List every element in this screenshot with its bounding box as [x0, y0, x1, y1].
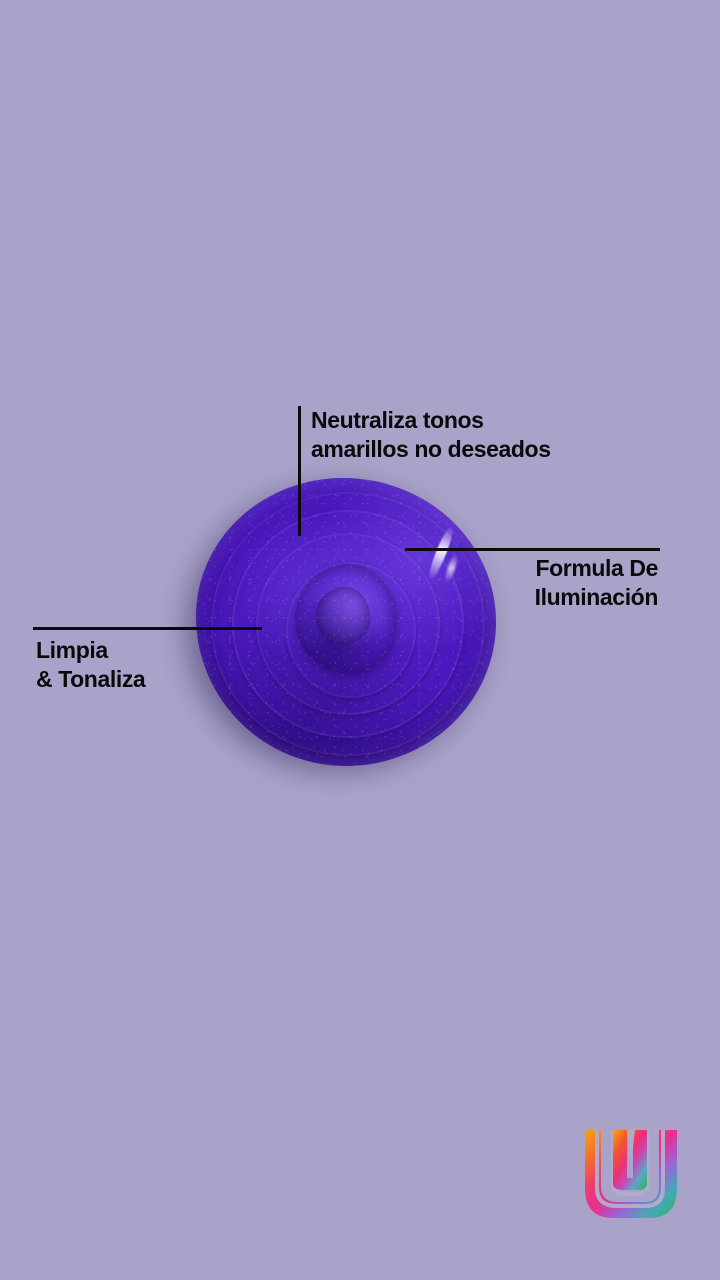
swirl-ridge-4 [286, 561, 416, 698]
callout-leader-line-left [33, 627, 262, 630]
callout-leader-line-right [405, 548, 660, 551]
brand-logo [583, 1128, 679, 1220]
product-blob-body [196, 478, 496, 766]
callout-leader-line-top [298, 406, 301, 536]
callout-label-limpia: Limpia & Tonaliza [36, 637, 146, 692]
swirl-center-peak [295, 564, 397, 674]
callout-label-formula: Formula De Iluminación [534, 555, 659, 610]
logo-center-notch [627, 1130, 635, 1164]
rim-light [196, 478, 496, 766]
nested-u-logo-icon [585, 1130, 677, 1218]
product-shimmer-speckle [196, 478, 496, 766]
logo-inner-strokes [595, 1130, 665, 1208]
swirl-ridge-3 [256, 532, 440, 716]
logo-inner-u [613, 1130, 647, 1190]
swirl-center-tip [316, 587, 370, 646]
logo-gap-stroke-2 [611, 1130, 649, 1196]
logo-gap-stroke-1 [595, 1130, 665, 1208]
logo-outer-u [585, 1130, 677, 1218]
swirl-ridge-2 [232, 509, 464, 739]
callout-label-neutraliza: Neutraliza tonos amarillos no deseados [311, 407, 551, 462]
swirl-ridge-1 [211, 492, 485, 756]
product-dollop-swatch [186, 478, 498, 772]
